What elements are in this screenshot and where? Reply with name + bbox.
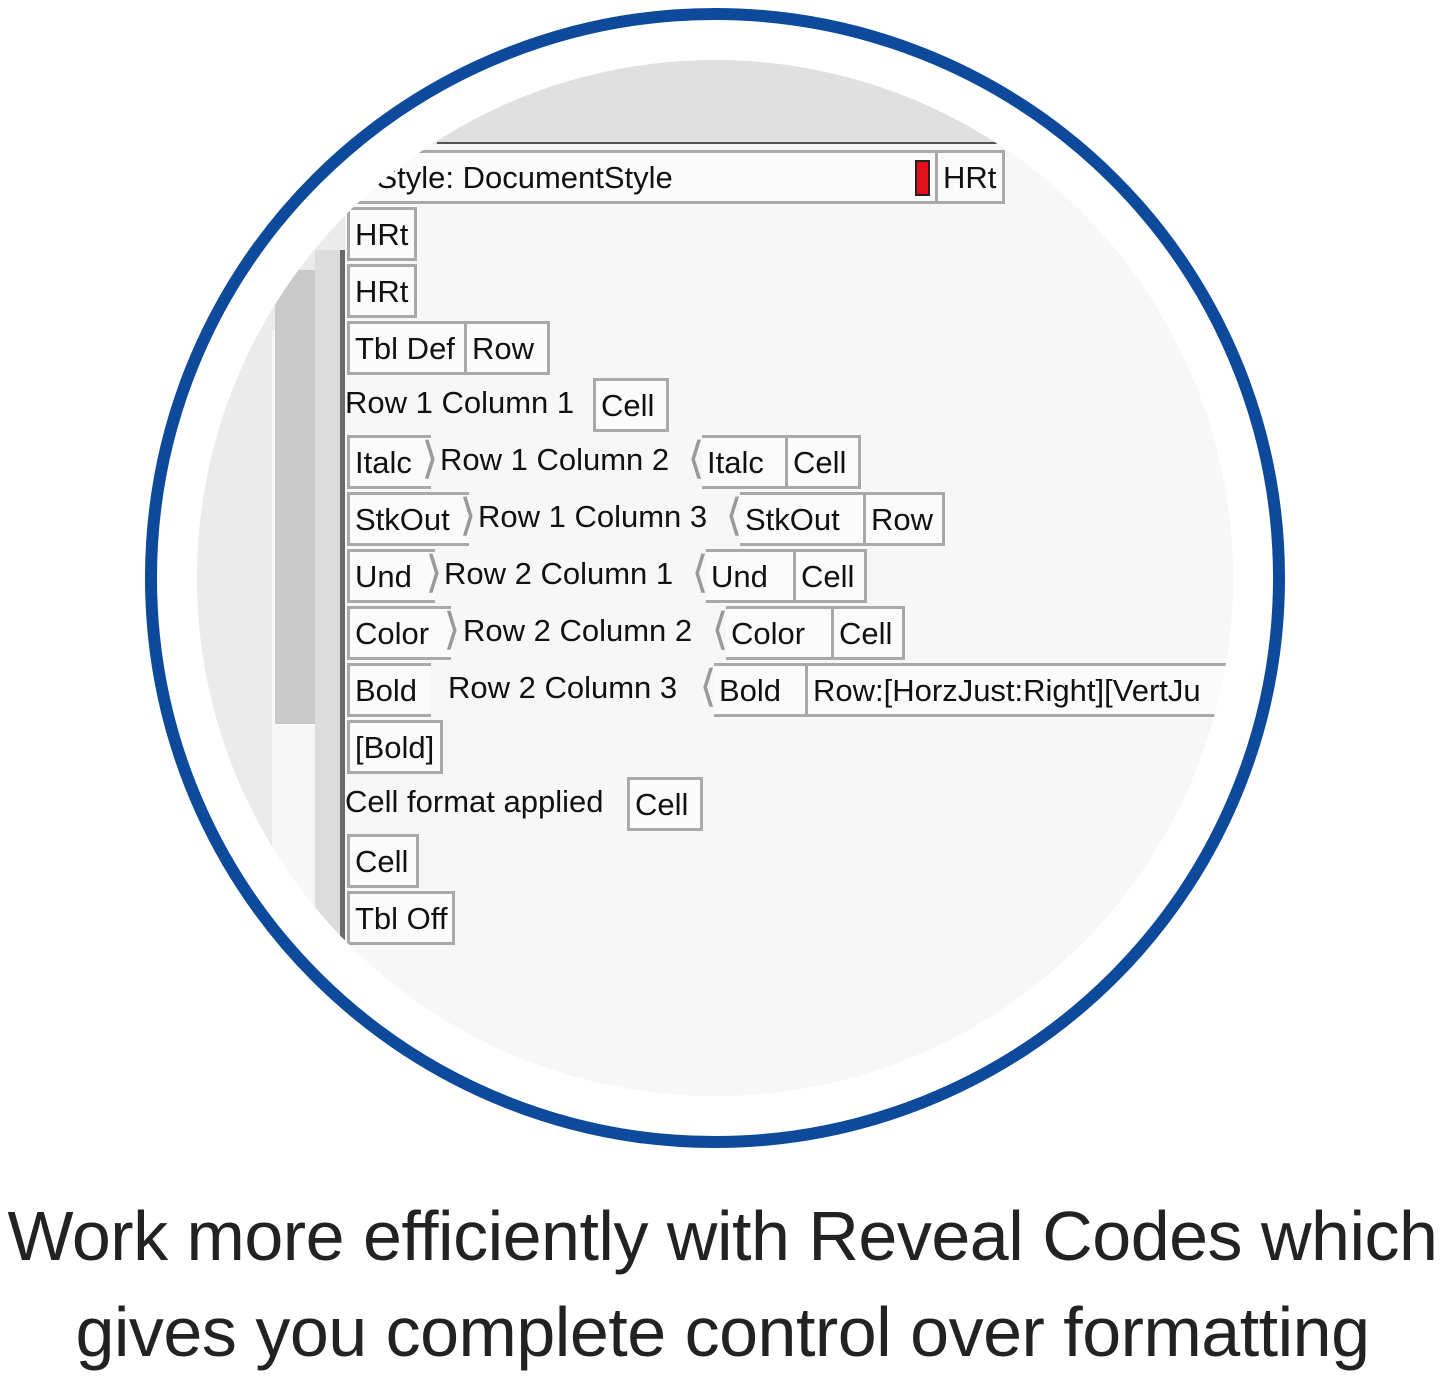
cell-label: Cell [635, 787, 689, 822]
caption-line-2: gives you complete control over formatti… [75, 1293, 1370, 1371]
row-label: Row [472, 331, 535, 366]
row-format-code[interactable]: Row:[HorzJust:Right][VertJu [805, 663, 1229, 717]
magnifier-frame: Open Style: DocumentStyle HRt HRt HRt [145, 8, 1285, 1148]
chevron-right-icon: ⟩ [421, 434, 439, 483]
chevron-right-icon: ⟩ [443, 605, 461, 654]
chevron-left-icon: ⟨ [725, 491, 743, 540]
row-code[interactable]: Row [863, 492, 945, 546]
row-label: Row [871, 502, 934, 537]
window-top-bar [197, 60, 1233, 144]
color-label: Color [731, 616, 806, 651]
open-style-label: Open Style: DocumentStyle [292, 160, 673, 195]
strikeout-label: StkOut [745, 502, 840, 537]
pane-divider [437, 142, 997, 145]
cell-text: Row 1 Column 3 [478, 499, 708, 534]
chevron-right-icon: ⟩ [459, 491, 477, 540]
underline-off-code[interactable]: Und [706, 549, 796, 603]
underline-on-code[interactable]: Und [347, 549, 435, 603]
cell-text: Row 1 Column 2 [440, 442, 670, 477]
bold-on-code[interactable]: Bold [347, 663, 431, 717]
cell-text: Cell format applied [345, 784, 604, 819]
hrt-code[interactable]: HRt [347, 264, 417, 318]
cell-text: Row 2 Column 2 [463, 613, 693, 648]
hrt-code[interactable]: HRt [347, 207, 417, 261]
cell-text: Row 2 Column 1 [444, 556, 674, 591]
cell-code[interactable]: Cell [593, 378, 669, 432]
bold-code-expanded[interactable]: [Bold] [347, 720, 443, 774]
cell-code[interactable]: Cell [347, 834, 419, 888]
strikeout-on-code[interactable]: StkOut [347, 492, 469, 546]
bold-label: Bold [719, 673, 782, 708]
strikeout-label: StkOut [355, 502, 450, 537]
cell-code[interactable]: Cell [785, 435, 861, 489]
underline-label: Und [711, 559, 768, 594]
style-marker-icon [915, 160, 930, 196]
cell-label: Cell [355, 844, 409, 879]
color-off-code[interactable]: Color [726, 606, 834, 660]
row-code[interactable]: Row [464, 321, 550, 375]
color-label: Color [355, 616, 430, 651]
gutter-rule [340, 250, 345, 958]
tbl-def-code[interactable]: Tbl Def [347, 321, 467, 375]
color-on-code[interactable]: Color [347, 606, 451, 660]
chevron-left-icon: ⟨ [699, 662, 717, 711]
row-format-label: Row:[HorzJust:Right][VertJu [813, 673, 1201, 708]
cell-label: Cell [839, 616, 893, 651]
cell-code[interactable]: Cell [793, 549, 867, 603]
cell-label: Cell [801, 559, 855, 594]
caption-line-1: Work more efficiently with Reveal Codes … [7, 1197, 1438, 1275]
hrt-label: HRt [355, 217, 409, 252]
italic-label: Italc [707, 445, 764, 480]
hrt-label: HRt [355, 274, 409, 309]
cell-label: Cell [793, 445, 847, 480]
italic-on-code[interactable]: Italc [347, 435, 431, 489]
chevron-right-icon: ⟩ [425, 548, 443, 597]
italic-label: Italc [355, 445, 412, 480]
vertical-scrollbar[interactable] [275, 270, 315, 724]
strikeout-off-code[interactable]: StkOut [740, 492, 866, 546]
chevron-left-icon: ⟨ [687, 434, 705, 483]
tbl-off-code[interactable]: Tbl Off [347, 891, 455, 945]
cell-label: Cell [601, 388, 655, 423]
cell-text: Row 2 Column 3 [448, 670, 678, 705]
italic-off-code[interactable]: Italc [702, 435, 788, 489]
underline-label: Und [355, 559, 412, 594]
tbl-def-label: Tbl Def [355, 331, 455, 366]
cell-code[interactable]: Cell [831, 606, 905, 660]
hrt-code[interactable]: HRt [935, 150, 1005, 204]
cell-text: Row 1 Column 1 [345, 385, 575, 420]
tbl-off-label: Tbl Off [355, 901, 448, 936]
chevron-left-icon: ⟨ [711, 605, 729, 654]
cell-code[interactable]: Cell [627, 777, 703, 831]
bold-label: Bold [355, 673, 418, 708]
reveal-codes-window: Open Style: DocumentStyle HRt HRt HRt [197, 60, 1233, 1096]
feature-caption: Work more efficiently with Reveal Codes … [0, 1188, 1445, 1380]
reveal-codes-gutter [315, 250, 342, 990]
chevron-left-icon: ⟨ [691, 548, 709, 597]
open-style-code[interactable]: Open Style: DocumentStyle [287, 150, 959, 204]
bold-label: [Bold] [355, 730, 435, 765]
bold-off-code[interactable]: Bold [714, 663, 808, 717]
hrt-label: HRt [943, 160, 997, 195]
